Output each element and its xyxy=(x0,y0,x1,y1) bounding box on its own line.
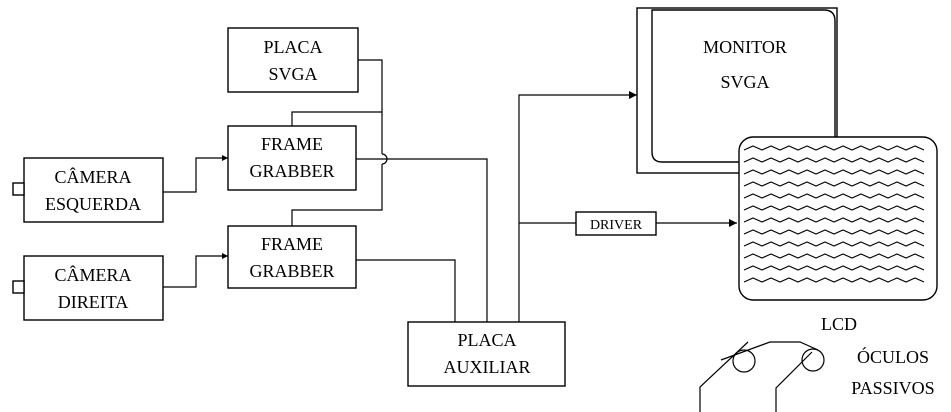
frame-grabber-bottom-line2: GRABBER xyxy=(249,261,334,281)
wire-svga-right xyxy=(358,60,382,154)
wire-cam-left xyxy=(163,158,228,192)
camera-direita-line2: DIREITA xyxy=(58,292,129,312)
glasses-bridge xyxy=(721,342,818,360)
placa-auxiliar-line2: AUXILIAR xyxy=(444,357,531,377)
lcd-label: LCD xyxy=(821,314,857,334)
oculos-passivos: ÓCULOS PASSIVOS xyxy=(700,342,935,412)
wire-cam-right xyxy=(163,256,228,287)
placa-svga-block: PLACA SVGA xyxy=(228,28,358,92)
camera-direita-block: CÂMERA DIREITA xyxy=(13,256,163,320)
lcd-panel: LCD xyxy=(739,137,937,334)
frame-grabber-top-line1: FRAME xyxy=(261,134,323,154)
placa-svga-line2: SVGA xyxy=(268,64,317,84)
frame-grabber-bottom-block: FRAME GRABBER xyxy=(228,226,356,288)
camera-esquerda-line2: ESQUERDA xyxy=(45,194,141,214)
oculos-line1: ÓCULOS xyxy=(857,346,929,367)
wire-aux-monitor xyxy=(519,95,637,322)
glasses-right-lens xyxy=(802,349,824,371)
frame-grabber-top-block: FRAME GRABBER xyxy=(228,126,356,190)
oculos-line2: PASSIVOS xyxy=(851,378,934,398)
driver-label: DRIVER xyxy=(590,218,643,233)
frame-grabber-bottom-line1: FRAME xyxy=(261,234,323,254)
wire-bottom-grabber-aux xyxy=(356,260,455,322)
placa-auxiliar-line1: PLACA xyxy=(457,330,516,350)
placa-svga-line1: PLACA xyxy=(263,37,322,57)
monitor-line1: MONITOR xyxy=(703,37,787,57)
frame-grabber-top-line2: GRABBER xyxy=(249,161,334,181)
glasses-right-arm xyxy=(776,352,812,412)
wire-top-feed xyxy=(292,112,382,126)
wire-top-grabber-aux xyxy=(356,159,487,322)
monitor-line2: SVGA xyxy=(720,72,769,92)
camera-esquerda-block: CÂMERA ESQUERDA xyxy=(13,158,163,222)
glasses-left-lens xyxy=(733,350,755,372)
camera-esquerda-line1: CÂMERA xyxy=(54,166,131,187)
camera-direita-line1: CÂMERA xyxy=(54,264,131,285)
driver-block: DRIVER xyxy=(576,212,656,235)
placa-auxiliar-block: PLACA AUXILIAR xyxy=(408,322,565,386)
